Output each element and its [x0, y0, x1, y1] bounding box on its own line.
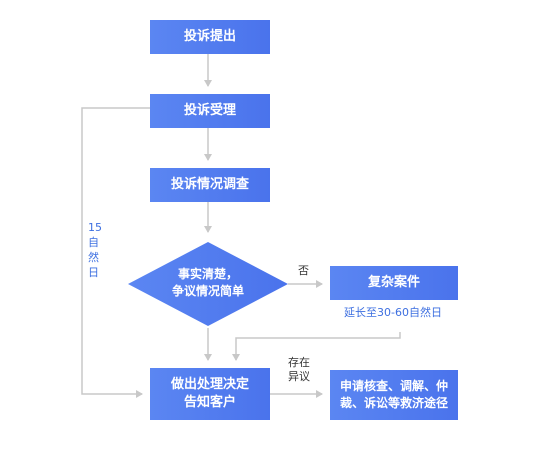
timeline-number: 15 — [88, 221, 102, 234]
arrow-complex-decide — [232, 332, 401, 361]
step-complaint-submitted-label: 投诉提出 — [183, 29, 236, 44]
decision-notify-line-2: 告知客户 — [183, 395, 236, 410]
remedy-line-1: 申请核查、调解、仲 — [339, 379, 448, 393]
decision-text: 事实清楚， 争议情况简单 — [148, 266, 268, 300]
decision-no-label: 否 — [298, 264, 309, 277]
decision-notify-line-1: 做出处理决定 — [170, 377, 249, 392]
timeline-label: 15 自 然 日 — [88, 220, 102, 280]
dispute-line-1: 存在 — [288, 356, 310, 369]
decision-notify-box: 做出处理决定 告知客户 — [150, 368, 270, 420]
timeline-char-2: 然 — [88, 251, 99, 264]
step-investigation-label: 投诉情况调查 — [170, 177, 249, 192]
step-complaint-submitted: 投诉提出 — [150, 20, 270, 54]
timeline-char-3: 日 — [88, 266, 99, 279]
decision-diamond — [128, 242, 288, 326]
decision-line-1: 事实清楚， — [177, 267, 238, 281]
extension-note: 延长至30-60自然日 — [344, 306, 442, 319]
step-complaint-accepted: 投诉受理 — [150, 94, 270, 128]
timeline-bracket — [81, 107, 150, 398]
timeline-char-1: 自 — [88, 236, 99, 249]
step-investigation: 投诉情况调查 — [150, 168, 270, 202]
complex-case-box: 复杂案件 — [330, 266, 458, 300]
dispute-line-2: 异议 — [288, 370, 310, 383]
complex-case-label: 复杂案件 — [367, 275, 420, 290]
step-complaint-accepted-label: 投诉受理 — [183, 103, 236, 118]
remedy-box: 申请核查、调解、仲 裁、诉讼等救济途径 — [330, 370, 458, 420]
dispute-label: 存在 异议 — [288, 356, 310, 384]
remedy-line-2: 裁、诉讼等救济途径 — [339, 396, 448, 410]
decision-line-2: 争议情况简单 — [171, 284, 244, 298]
